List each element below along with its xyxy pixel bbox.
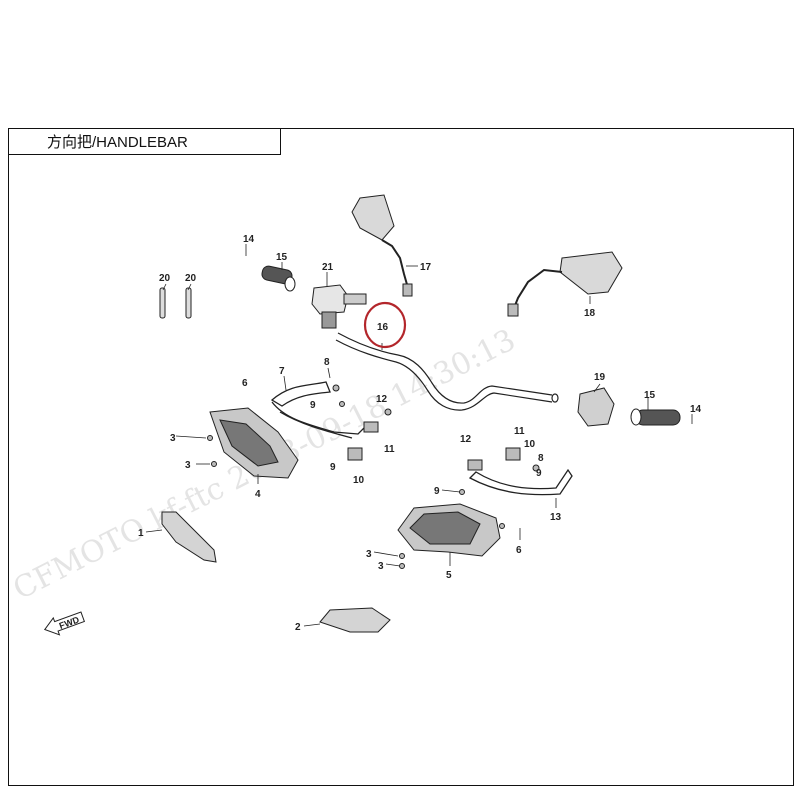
callout-10: 10 bbox=[353, 475, 365, 486]
callout-1: 1 bbox=[138, 528, 144, 539]
callout-16: 16 bbox=[377, 322, 389, 333]
callout-9c: 9 bbox=[536, 468, 542, 479]
fwd-arrow-icon: FWD bbox=[43, 611, 86, 636]
callout-9b: 9 bbox=[330, 462, 336, 473]
handlebar-tube bbox=[335, 332, 559, 411]
hardware-left bbox=[207, 384, 392, 467]
right-grip bbox=[630, 408, 681, 426]
callout-8b: 8 bbox=[538, 453, 544, 464]
title-box bbox=[8, 128, 281, 155]
callout-3b: 3 bbox=[185, 460, 191, 471]
callout-17: 17 bbox=[420, 262, 432, 273]
right-switch-assembly bbox=[577, 387, 615, 427]
callout-4: 4 bbox=[255, 489, 261, 500]
pins bbox=[159, 287, 192, 319]
callout-9: 9 bbox=[310, 400, 316, 411]
left-guard-shell bbox=[161, 511, 217, 563]
callout-9d: 9 bbox=[434, 486, 440, 497]
callout-10b: 10 bbox=[524, 439, 536, 450]
page-title: 方向把/HANDLEBAR bbox=[47, 134, 188, 151]
callout-8: 8 bbox=[324, 357, 330, 368]
callout-21: 21 bbox=[322, 262, 334, 273]
left-handguard bbox=[209, 407, 299, 479]
callout-19: 19 bbox=[594, 372, 606, 383]
leader-lines bbox=[145, 244, 693, 627]
callout-3c: 3 bbox=[366, 549, 372, 560]
callout-14: 14 bbox=[243, 234, 255, 245]
callout-11b: 11 bbox=[514, 426, 525, 437]
callout-2: 2 bbox=[295, 622, 301, 633]
callout-7: 7 bbox=[279, 366, 285, 377]
right-mirror bbox=[507, 251, 623, 317]
callout-15: 15 bbox=[276, 252, 288, 263]
callout-6: 6 bbox=[242, 378, 248, 389]
right-guard-bracket bbox=[468, 468, 573, 496]
callout-20b: 20 bbox=[185, 273, 197, 284]
callout-3d: 3 bbox=[378, 561, 384, 572]
callout-14b: 14 bbox=[690, 404, 702, 415]
left-switch-assembly bbox=[311, 284, 367, 329]
callout-20: 20 bbox=[159, 273, 171, 284]
callout-18: 18 bbox=[584, 308, 596, 319]
callout-11: 11 bbox=[384, 444, 395, 455]
callout-15b: 15 bbox=[644, 390, 656, 401]
left-grip bbox=[261, 265, 296, 292]
drawing-frame bbox=[8, 128, 794, 786]
callout-13: 13 bbox=[550, 512, 562, 523]
right-guard-shell bbox=[319, 607, 391, 633]
fwd-label: FWD bbox=[58, 614, 81, 631]
callout-12b: 12 bbox=[460, 434, 472, 445]
callout-6b: 6 bbox=[516, 545, 522, 556]
callout-12: 12 bbox=[376, 394, 388, 405]
right-handguard bbox=[397, 503, 501, 557]
callout-3a: 3 bbox=[170, 433, 176, 444]
left-guard-bracket bbox=[270, 381, 367, 439]
callout-5: 5 bbox=[446, 570, 452, 581]
left-mirror bbox=[351, 194, 413, 297]
callouts: 14 15 21 20 20 17 18 16 19 15 14 6 7 8 9… bbox=[138, 234, 702, 633]
highlight-circle bbox=[363, 301, 407, 349]
